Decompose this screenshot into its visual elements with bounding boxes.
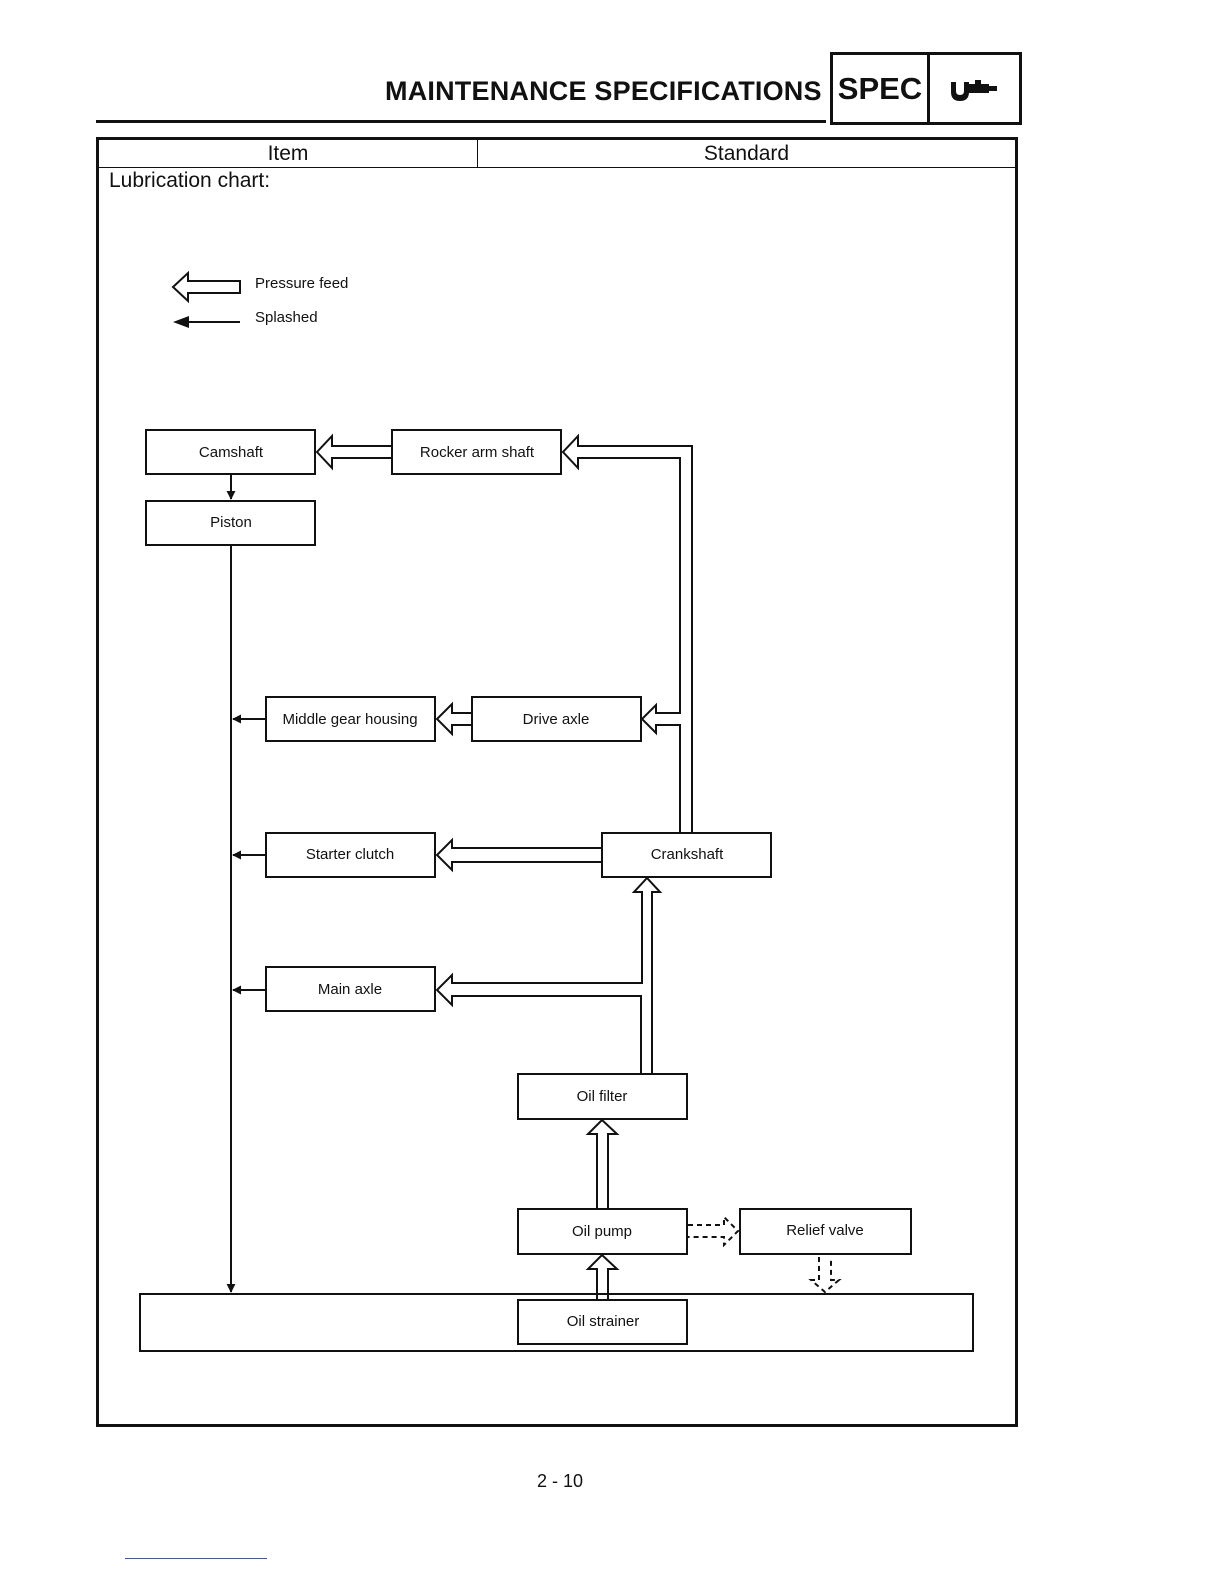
arrow-crankshaft-to-starter	[437, 840, 602, 870]
legend-pressure-feed-label: Pressure feed	[255, 275, 348, 292]
svg-text:Piston: Piston	[210, 514, 252, 531]
svg-text:Middle gear housing: Middle gear housing	[282, 711, 417, 728]
node-oil-strainer: Oil strainer	[518, 1300, 687, 1344]
pressure-feed-arrow-icon	[173, 273, 240, 301]
legend-splashed: Splashed	[173, 309, 318, 328]
svg-text:Drive axle: Drive axle	[523, 711, 590, 728]
svg-text:Oil pump: Oil pump	[572, 1223, 632, 1240]
svg-text:Starter clutch: Starter clutch	[306, 846, 394, 863]
legend-pressure-feed: Pressure feed	[173, 273, 348, 301]
page-number: 2 - 10	[520, 1471, 600, 1492]
footer-line	[125, 1558, 267, 1559]
node-rocker-arm-shaft: Rocker arm shaft	[392, 430, 561, 474]
svg-text:Camshaft: Camshaft	[199, 444, 264, 461]
arrow-crankshaft-to-rocker	[563, 436, 692, 833]
svg-text:Oil filter: Oil filter	[577, 1088, 628, 1105]
node-camshaft: Camshaft	[146, 430, 315, 474]
arrow-rocker-to-camshaft	[317, 436, 392, 468]
svg-text:Crankshaft: Crankshaft	[651, 846, 724, 863]
node-main-axle: Main axle	[266, 967, 435, 1011]
arrow-oilfilter-to-crankshaft	[437, 878, 660, 1074]
legend-splashed-label: Splashed	[255, 309, 318, 326]
node-piston: Piston	[146, 501, 315, 545]
svg-text:Relief valve: Relief valve	[786, 1222, 864, 1239]
node-relief-valve: Relief valve	[740, 1209, 911, 1254]
arrow-driveaxle-to-middlegear	[437, 704, 472, 734]
svg-text:Main axle: Main axle	[318, 981, 382, 998]
arrow-reliefvalve-to-oilpan	[811, 1257, 839, 1292]
svg-text:Rocker arm shaft: Rocker arm shaft	[420, 444, 535, 461]
node-oil-pump: Oil pump	[518, 1209, 687, 1254]
node-middle-gear-housing: Middle gear housing	[266, 697, 435, 741]
svg-text:Oil strainer: Oil strainer	[567, 1313, 640, 1330]
splashed-arrow-icon	[173, 316, 189, 328]
node-drive-axle: Drive axle	[472, 697, 641, 741]
arrow-oilpump-to-reliefvalve	[688, 1217, 738, 1245]
node-oil-filter: Oil filter	[518, 1074, 687, 1119]
node-crankshaft: Crankshaft	[602, 833, 771, 877]
node-starter-clutch: Starter clutch	[266, 833, 435, 877]
arrow-oilpump-to-oilfilter	[588, 1120, 617, 1209]
